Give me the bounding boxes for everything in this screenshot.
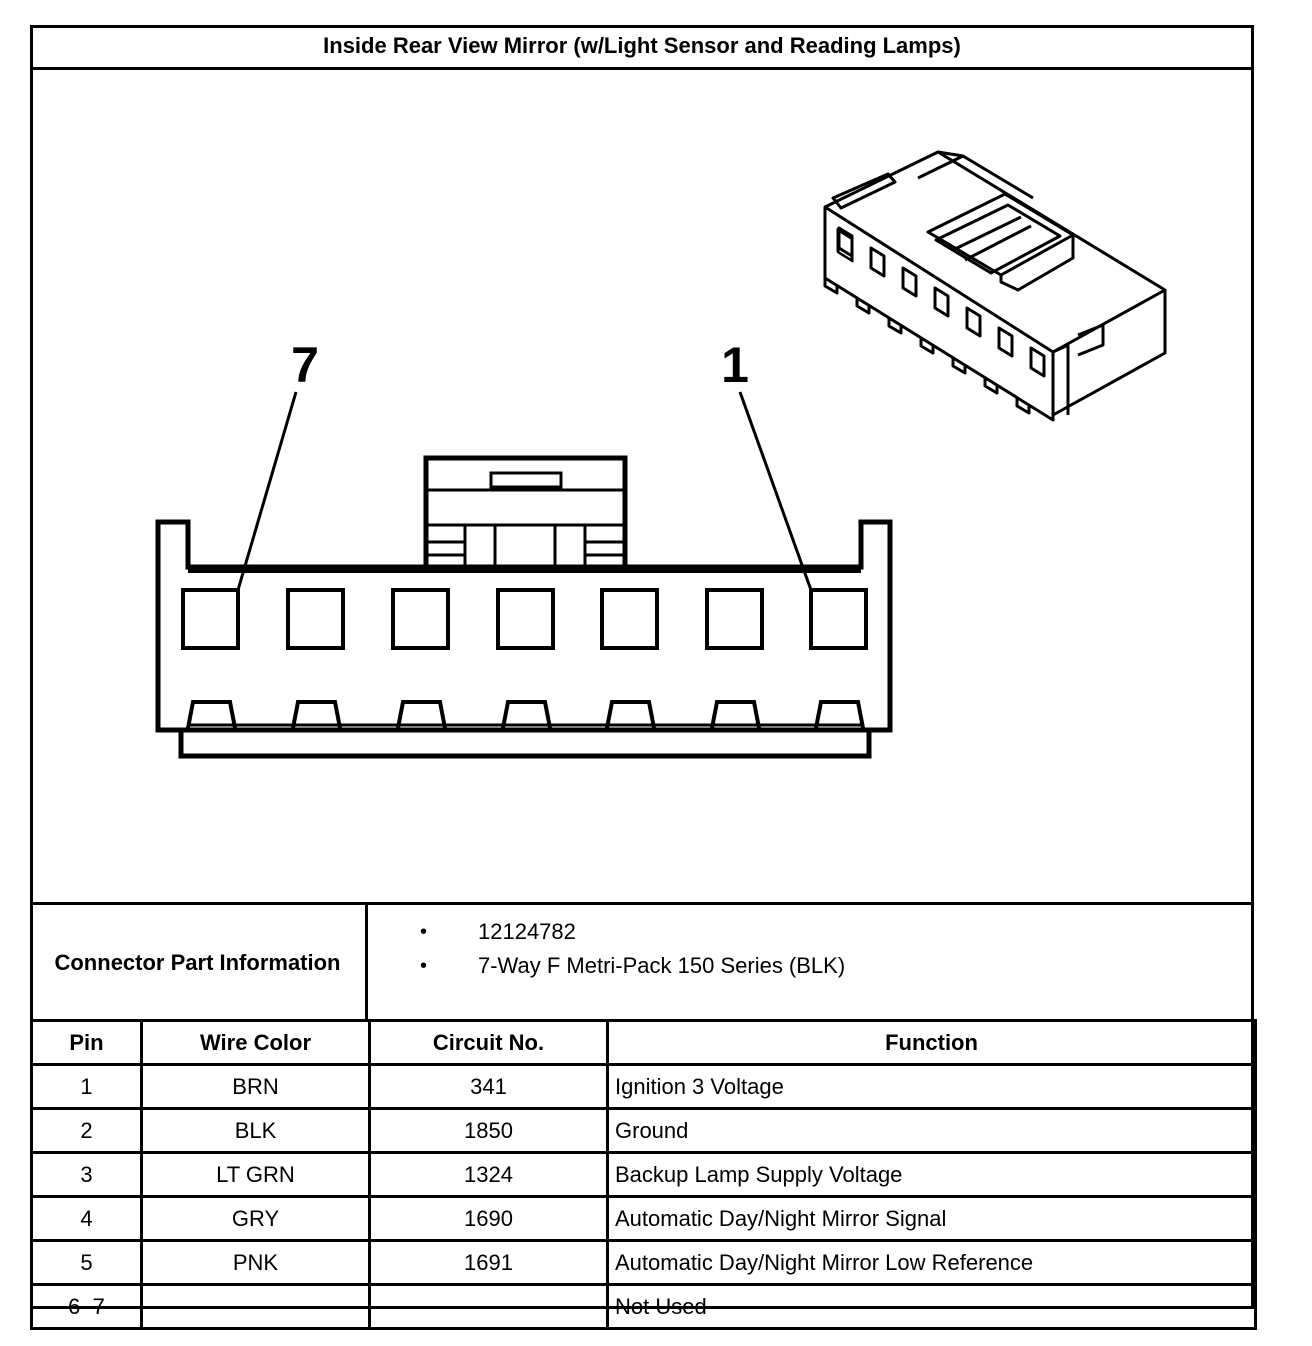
pin-1-label: 1 xyxy=(721,337,749,393)
function-cell: Automatic Day/Night Mirror Low Reference xyxy=(606,1239,1257,1286)
pin-cell: 6–7 xyxy=(30,1283,143,1330)
pin-table: Pin Wire Color Circuit No. Function 1 BR… xyxy=(30,1019,1257,1330)
wire-color-cell: — xyxy=(140,1283,371,1330)
table-row: 2 BLK 1850 Ground xyxy=(30,1107,1257,1154)
pin-1-leader xyxy=(738,391,813,591)
header-function: Function xyxy=(606,1019,1257,1066)
table-row: 1 BRN 341 Ignition 3 Voltage xyxy=(30,1063,1257,1110)
bullet: • xyxy=(420,955,428,977)
header-wire-color: Wire Color xyxy=(140,1019,371,1066)
wire-color-cell: GRY xyxy=(140,1195,371,1242)
function-cell: Backup Lamp Supply Voltage xyxy=(606,1151,1257,1198)
pin-cell: 1 xyxy=(30,1063,143,1110)
part-number: 12124782 xyxy=(478,919,576,944)
function-cell: Ignition 3 Voltage xyxy=(606,1063,1257,1110)
table-row: 3 LT GRN 1324 Backup Lamp Supply Voltage xyxy=(30,1151,1257,1198)
function-cell: Ground xyxy=(606,1107,1257,1154)
connector-part-information: Connector Part Information • 12124782 • … xyxy=(30,902,1254,1020)
wire-color-cell: BLK xyxy=(140,1107,371,1154)
circuit-cell: — xyxy=(368,1283,609,1330)
table-header-row: Pin Wire Color Circuit No. Function xyxy=(30,1019,1257,1066)
bullet: • xyxy=(420,921,428,943)
function-cell: Automatic Day/Night Mirror Signal xyxy=(606,1195,1257,1242)
function-cell: Not Used xyxy=(606,1283,1257,1330)
circuit-cell: 1850 xyxy=(368,1107,609,1154)
list-item: • 12124782 xyxy=(420,915,845,949)
pin-7-label: 7 xyxy=(291,337,319,393)
wire-color-cell: LT GRN xyxy=(140,1151,371,1198)
connector-drawing: 7 1 xyxy=(155,150,1167,759)
table-row: 4 GRY 1690 Automatic Day/Night Mirror Si… xyxy=(30,1195,1257,1242)
connector-front-view xyxy=(155,455,893,759)
list-item: • 7-Way F Metri-Pack 150 Series (BLK) xyxy=(420,949,845,983)
connector-part-list: • 12124782 • 7-Way F Metri-Pack 150 Seri… xyxy=(420,915,845,983)
page-title: Inside Rear View Mirror (w/Light Sensor … xyxy=(30,25,1254,70)
circuit-cell: 341 xyxy=(368,1063,609,1110)
terminal-locks xyxy=(186,700,865,729)
table-row: 6–7 — — Not Used xyxy=(30,1283,1257,1330)
table-row: 5 PNK 1691 Automatic Day/Night Mirror Lo… xyxy=(30,1239,1257,1286)
wire-color-cell: PNK xyxy=(140,1239,371,1286)
pin-7-leader xyxy=(236,391,298,591)
header-pin: Pin xyxy=(30,1019,143,1066)
connector-figure: 7 1 xyxy=(33,70,1251,902)
circuit-cell: 1324 xyxy=(368,1151,609,1198)
pin-cell: 4 xyxy=(30,1195,143,1242)
circuit-cell: 1690 xyxy=(368,1195,609,1242)
header-circuit-no: Circuit No. xyxy=(368,1019,609,1066)
pin-cavities xyxy=(181,588,868,650)
wire-color-cell: BRN xyxy=(140,1063,371,1110)
connector-description: 7-Way F Metri-Pack 150 Series (BLK) xyxy=(478,953,846,978)
pin-cell: 3 xyxy=(30,1151,143,1198)
connector-part-information-label: Connector Part Information xyxy=(30,905,368,1020)
pin-cell: 2 xyxy=(30,1107,143,1154)
pin-cell: 5 xyxy=(30,1239,143,1286)
connector-3d-view xyxy=(823,150,1167,422)
circuit-cell: 1691 xyxy=(368,1239,609,1286)
